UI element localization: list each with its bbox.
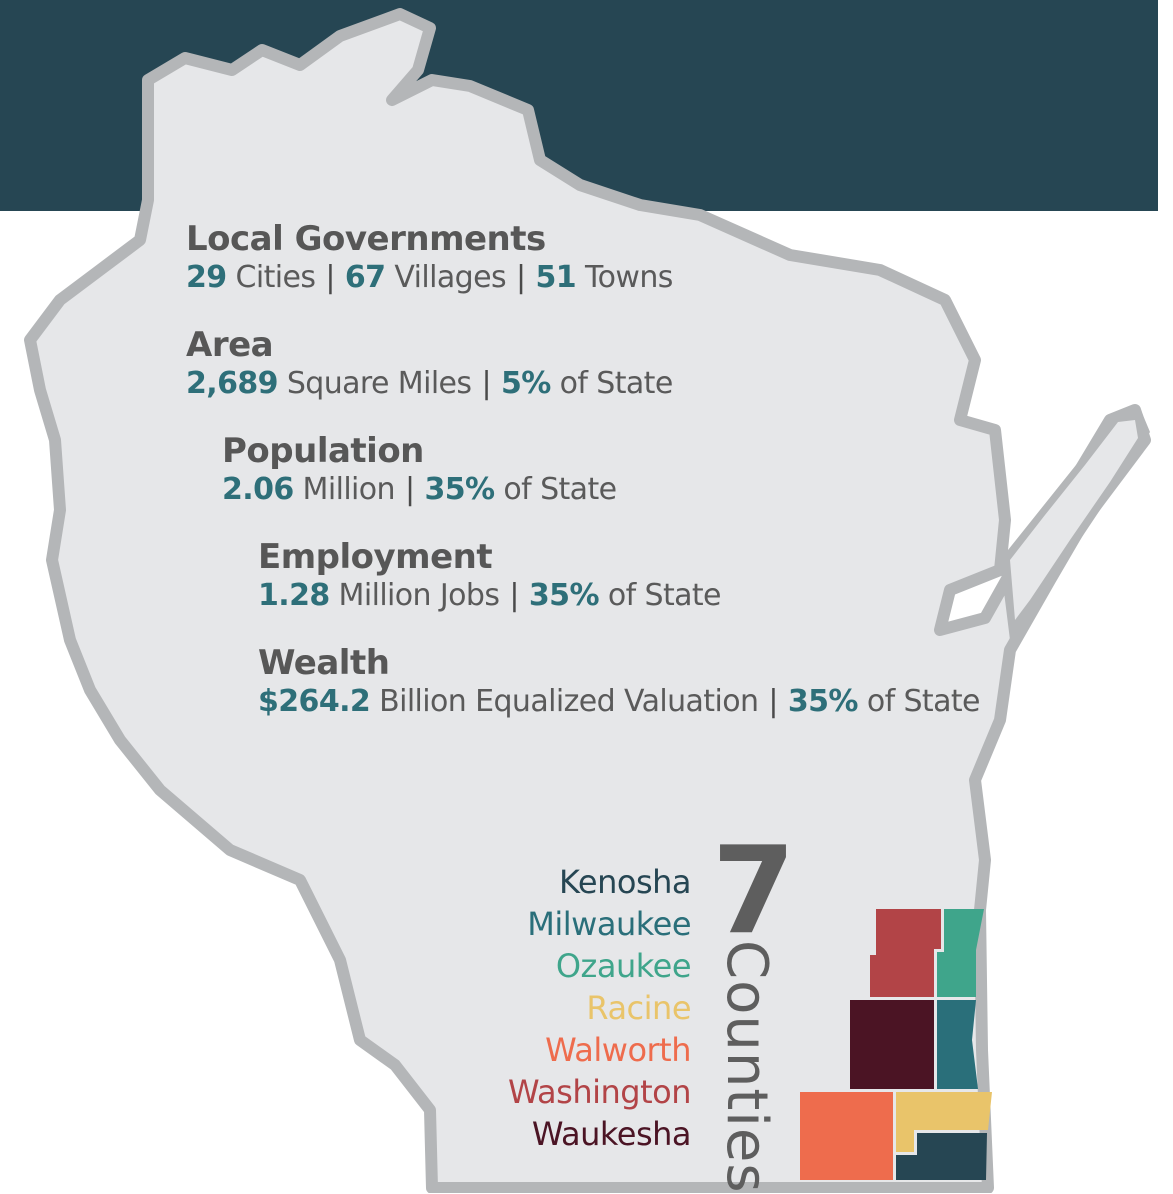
county-label-walworth: Walworth [545,1031,691,1069]
stat-label: of State [550,366,674,401]
stat-heading: Wealth [258,643,390,683]
stat-label: of State [494,472,617,507]
stat-value: 2.06 [222,472,294,507]
county-count-number: 7 [712,822,796,961]
stat-employment: Employment 1.28 Million Jobs | 35% of Stat… [258,537,722,615]
stat-label: Million [293,472,396,507]
stat-value: 35% [787,684,859,719]
stat-label: Cities [226,260,316,295]
stat-value: 29 [186,260,227,295]
stat-label: Villages [385,260,506,295]
stat-heading: Local Governments [186,219,546,259]
stat-local-governments: Local Governments 29 Cities | 67 Villages |… [186,219,673,297]
separator: | [404,472,415,507]
stat-line: 1.28 Million Jobs | 35% of State [258,577,722,615]
stat-area: Area 2,689 Square Miles | 5% of State [186,325,673,403]
stat-label: Billion Equalized Valuation [370,684,759,719]
stat-value: 35% [424,472,495,507]
county-label-waukesha: Waukesha [531,1115,692,1153]
county-washington [870,909,941,997]
separator: | [509,578,519,613]
separator: | [325,260,335,295]
stat-label: Towns [576,260,673,295]
stat-line: 2.06 Million| 35% of State [222,471,617,509]
stat-label: Million Jobs [329,578,500,613]
stat-label: of State [857,684,981,719]
stat-population: Population 2.06 Million| 35% of State [222,431,617,509]
stat-value: 51 [535,260,577,295]
stat-value: 5% [500,366,551,401]
stat-heading: Employment [258,537,493,577]
door-peninsula-inner [1010,420,1138,620]
separator: | [515,260,526,295]
county-walworth [800,1092,893,1180]
stat-line: $264.2 Billion Equalized Valuation | 35% o… [258,683,980,721]
stat-heading: Population [222,431,424,471]
separator: | [768,684,778,719]
county-waukesha [850,1000,934,1089]
county-map [800,909,992,1180]
county-label-washington: Washington [507,1073,692,1111]
stat-value: $264.2 [258,684,371,719]
county-ozaukee [937,909,984,997]
stat-line: 29 Cities | 67 Villages | 51 Towns [186,259,673,297]
stat-heading: Area [186,325,274,365]
stat-wealth: Wealth $264.2 Billion Equalized Valuatio… [258,643,980,721]
county-label-kenosha: Kenosha [559,863,692,901]
stat-label: of State [598,578,722,613]
stat-label: Square Miles [277,366,472,401]
stat-value: 2,689 [186,366,279,401]
separator: | [481,366,491,401]
county-milwaukee [937,1000,978,1089]
county-racine [896,1092,992,1152]
stat-value: 35% [528,578,600,613]
county-label-ozaukee: Ozaukee [555,947,692,985]
stat-line: 2,689 Square Miles | 5% of State [186,365,673,403]
county-count-word: Counties [714,940,779,1194]
stat-value: 1.28 [258,578,330,613]
stat-value: 67 [344,260,386,295]
county-label-milwaukee: Milwaukee [527,905,691,943]
county-kenosha [896,1133,987,1180]
county-label-racine: Racine [586,989,691,1027]
